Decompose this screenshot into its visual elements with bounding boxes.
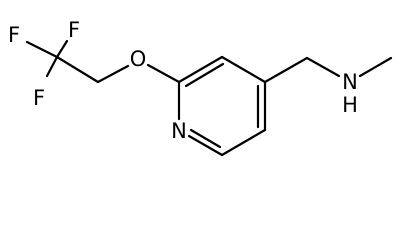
- bond-c1-f-bottom: [45, 55, 59, 78]
- fluorine-atom-left: F: [8, 23, 20, 47]
- bond-c7-n: [187, 134, 224, 157]
- bond-c1-c2: [55, 55, 100, 84]
- amine-nitrogen-atom: N: [342, 70, 358, 94]
- bond-c1-f-top: [55, 39, 69, 59]
- bond-n-c9: [358, 56, 393, 78]
- bond-c4-c5: [220, 55, 267, 84]
- fluorine-atom-top: F: [68, 18, 80, 42]
- bond-c3-c4-inner: [184, 62, 225, 88]
- bond-c5-c8: [263, 56, 309, 84]
- fluorine-atom-bottom: F: [33, 86, 45, 110]
- bond-o-c3: [146, 63, 181, 84]
- bond-c2-o: [96, 64, 130, 84]
- ring-nitrogen-atom: N: [171, 119, 187, 143]
- bond-c6-c7: [220, 128, 267, 157]
- oxygen-atom: O: [130, 47, 147, 71]
- bond-c1-f-left: [25, 40, 59, 59]
- bond-c7-n-inner: [189, 128, 222, 149]
- bond-c3-c4: [177, 55, 224, 84]
- amine-hydrogen-atom: H: [342, 93, 358, 117]
- bond-c8-n: [305, 56, 341, 78]
- chemical-structure: F F F O N N H: [8, 18, 393, 157]
